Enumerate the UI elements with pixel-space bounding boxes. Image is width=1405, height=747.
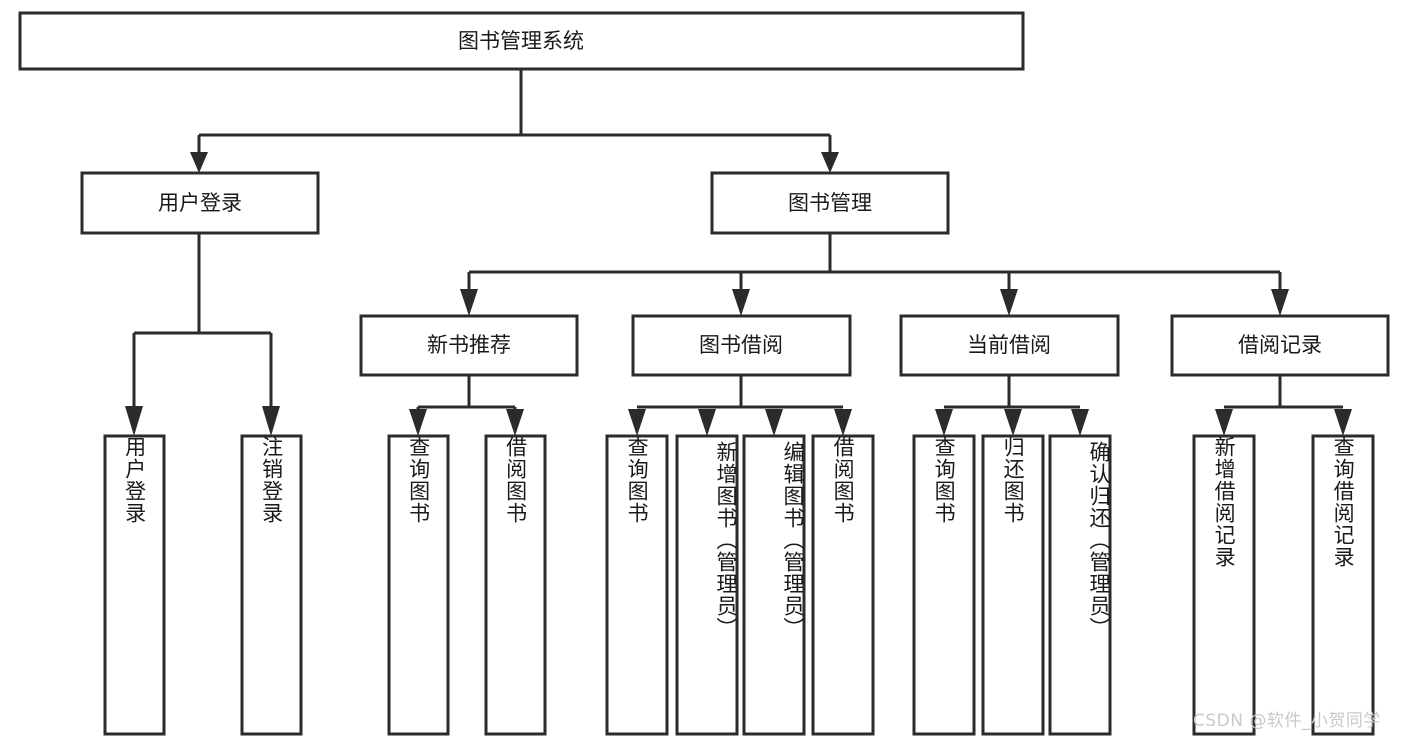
connector-group-root-to-level2: [190, 69, 839, 173]
leaf-box-return-book[interactable]: [981, 434, 1045, 736]
node-user-login-label: 用户登录: [158, 191, 242, 215]
node-new-book-recommendation-box: [359, 314, 579, 377]
connector-group-userlogin-children: [125, 233, 280, 436]
csdn-watermark: CSDN @软件_小贺同学: [1193, 711, 1381, 731]
arrowhead-currentborrow-leaf-2: [1004, 409, 1022, 436]
arrowhead-leaf-user-login: [125, 406, 143, 436]
node-borrowing-record-label: 借阅记录: [1238, 333, 1322, 357]
node-current-borrowing-label: 当前借阅: [967, 333, 1051, 357]
leaf-box-query-book-borrow[interactable]: [605, 434, 669, 736]
arrowhead-current-borrow: [1000, 289, 1018, 316]
connector-group-bookborrow-children: [628, 375, 852, 436]
arrowhead-book-borrow: [732, 289, 750, 316]
arrowhead-newbook-leaf-1: [409, 409, 427, 436]
node-borrowing-record[interactable]: 借阅记录: [1170, 314, 1390, 377]
node-user-login-box: [80, 171, 320, 235]
node-current-borrowing[interactable]: 当前借阅: [899, 314, 1120, 377]
arrowhead-newbook-leaf-2: [506, 409, 524, 436]
node-root-label: 图书管理系统: [458, 29, 584, 53]
arrowhead-book-mgmt: [821, 152, 839, 173]
leaf-box-borrow-book-newrec[interactable]: [484, 434, 547, 736]
leaf-box-edit-book-admin[interactable]: [742, 434, 806, 736]
arrowhead-bookborrow-leaf-2: [698, 409, 716, 436]
node-new-book-recommendation-label: 新书推荐: [427, 333, 511, 357]
leaf-box-query-book-newrec[interactable]: [387, 434, 450, 736]
leaf-box-confirm-return-admin[interactable]: [1048, 434, 1112, 736]
connector-group-borrowrecord-children: [1215, 375, 1352, 436]
arrowhead-bookborrow-leaf-1: [628, 409, 646, 436]
arrowhead-borrowrecord-leaf-2: [1334, 409, 1352, 436]
arrowhead-currentborrow-leaf-3: [1071, 409, 1089, 436]
arrowhead-bookborrow-leaf-4: [834, 409, 852, 436]
arrowhead-borrow-record: [1271, 289, 1289, 316]
arrowhead-leaf-logout-login: [262, 406, 280, 436]
arrowhead-currentborrow-leaf-1: [935, 409, 953, 436]
node-root-book-management-system[interactable]: 图书管理系统: [18, 11, 1025, 71]
node-book-borrowing[interactable]: 图书借阅: [631, 314, 852, 377]
node-book-management-label: 图书管理: [788, 191, 872, 215]
leaf-box-logout-login[interactable]: [240, 434, 303, 736]
leaf-box-add-borrow-record[interactable]: [1192, 434, 1256, 736]
connector-group-bookmgmt-children: [460, 233, 1289, 316]
node-book-management-box: [710, 171, 950, 235]
node-borrowing-record-box: [1170, 314, 1390, 377]
node-current-borrowing-box: [899, 314, 1120, 377]
leaf-box-user-login[interactable]: [103, 434, 166, 736]
connector-group-currentborrow-children: [935, 375, 1089, 436]
node-user-login[interactable]: 用户登录: [80, 171, 320, 235]
arrowhead-bookborrow-leaf-3: [765, 409, 783, 436]
leaf-box-query-borrow-record[interactable]: [1311, 434, 1375, 736]
node-book-borrowing-box: [631, 314, 852, 377]
node-root-box: [18, 11, 1025, 71]
leaf-box-add-book-admin[interactable]: [675, 434, 739, 736]
node-book-management[interactable]: 图书管理: [710, 171, 950, 235]
arrowhead-borrowrecord-leaf-1: [1215, 409, 1233, 436]
node-new-book-recommendation[interactable]: 新书推荐: [359, 314, 579, 377]
node-book-borrowing-label: 图书借阅: [699, 333, 783, 357]
leaf-box-borrow-book[interactable]: [811, 434, 875, 736]
connector-group-newbook-children: [409, 375, 524, 436]
arrowhead-user-login: [190, 152, 208, 173]
leaf-box-query-book-current[interactable]: [912, 434, 976, 736]
arrowhead-new-book-rec: [460, 289, 478, 316]
